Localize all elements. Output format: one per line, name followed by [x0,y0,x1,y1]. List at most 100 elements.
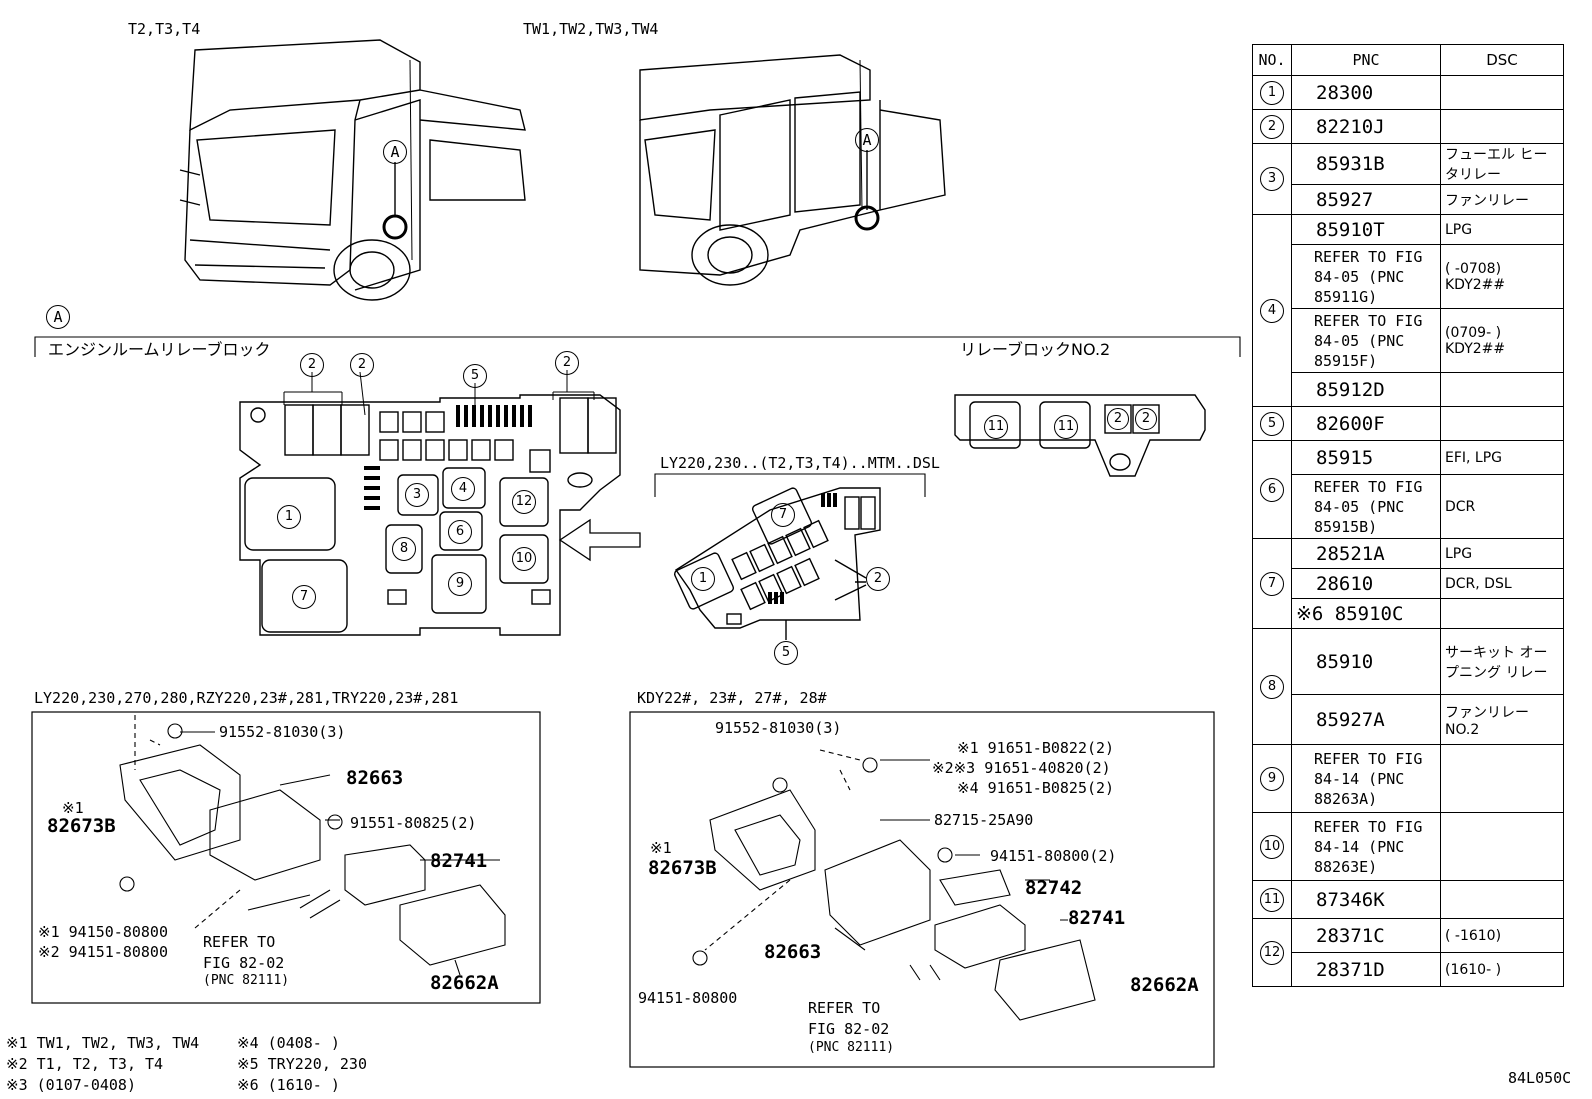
relay2-callout-11-a: 11 [984,415,1008,439]
footnote-4: ※4 (0408- ) [237,1034,340,1052]
row-pnc: 85910T [1291,214,1441,245]
right-panel-frame [629,711,1215,1068]
variant-callout-1: 1 [691,567,715,591]
right-ref-line3: (PNC 82111) [808,1040,895,1055]
callout-5: 5 [463,364,487,388]
header-dsc: DSC [1440,44,1564,76]
row-no: 10 [1260,834,1284,859]
callout-4: 4 [451,477,475,501]
table-row: 2 82210J [1252,109,1564,144]
row-pnc: 28371D [1291,952,1441,987]
callout-9: 9 [448,572,472,596]
right-case-label: 82662A [1130,974,1199,996]
left-case-label: 82662A [430,972,499,994]
callout-1: 1 [277,505,301,529]
right-panel-parts [692,749,1096,1021]
row-pnc: REFER TO FIG 84-05 (PNC 85911G) [1291,244,1441,309]
row-no: 5 [1260,411,1284,436]
location-marker-a1: A [383,140,407,164]
footnote-2: ※2 T1, T2, T3, T4 [6,1055,164,1073]
table-row: 7 28521A LPG [1252,538,1564,629]
left-panel-frame [31,711,541,1004]
left-ref-line3: (PNC 82111) [203,973,290,988]
table-row: 3 85931B フューエル ヒータリレー [1252,143,1564,215]
row-dsc: ファンリレー [1440,184,1564,215]
left-bolt-label: 91552-81030(3) [219,723,346,741]
table-row: 85927 ファンリレー [1253,184,1564,215]
right-panel-title: KDY22#, 23#, 27#, 28# [637,689,827,707]
table-header-row: NO. PNC DSC [1252,44,1564,76]
footnote-6: ※6 (1610- ) [237,1076,340,1094]
variant-relay-block-drawing [673,487,881,640]
header-no: NO. [1252,44,1292,76]
table-row: 4 85910T LPG [1252,214,1564,407]
row-pnc: 28371C [1291,918,1441,953]
row-no: 8 [1260,674,1284,699]
truck2-label: TW1,TW2,TW3,TW4 [523,20,659,38]
table-row: 85927A ファンリレー NO.2 [1253,694,1564,745]
right-bracket-label: 82663 [764,941,822,963]
row-dsc: ( -1610) [1440,918,1564,953]
callout-2-a: 2 [300,353,324,377]
row-pnc: REFER TO FIG 84-05 (PNC 85915B) [1291,474,1441,539]
table-row: REFER TO FIG 84-05 (PNC 85915B) DCR [1253,474,1564,539]
right-note1: ※1 [650,839,672,857]
row-dsc: ファンリレー NO.2 [1440,694,1564,745]
location-marker-a2: A [855,128,879,152]
row-pnc: ※6 85910C [1291,598,1441,629]
left-panel-title: LY220,230,270,280,RZY220,23#,281,TRY220,… [34,689,459,707]
variant-callout-2: 2 [866,567,890,591]
callout-3: 3 [405,483,429,507]
engine-room-title: エンジンルームリレーブロック [48,340,271,359]
table-row: 5 82600F [1252,406,1564,441]
variant-label: LY220,230..(T2,T3,T4)..MTM..DSL [660,454,940,472]
left-ref-line1: REFER TO [203,933,276,951]
table-row: 10 REFER TO FIG 84-14 (PNC 88263E) [1252,812,1564,881]
left-nut1-label: ※1 94150-80800 [38,923,168,941]
row-no: 4 [1260,298,1284,323]
row-dsc [1440,75,1564,110]
row-pnc: 28610 [1291,568,1441,599]
row-dsc [1440,744,1564,813]
table-row: 6 85915 EFI, LPG [1252,440,1564,539]
table-row: 9 REFER TO FIG 84-14 (PNC 88263A) [1252,744,1564,813]
row-pnc: REFER TO FIG 84-14 (PNC 88263E) [1291,812,1441,881]
left-bracket-label: 82663 [346,767,404,789]
row-dsc: ( -0708) KDY2## [1440,244,1564,309]
relay2-callout-2-a: 2 [1107,408,1129,430]
row-pnc: 85910 [1291,628,1441,695]
footnote-3: ※3 (0107-0408) [6,1076,136,1094]
right-block-label: 82742 [1025,877,1083,899]
left-panel-parts [119,715,506,976]
row-no: 7 [1260,571,1284,596]
figure-code: 84L050C [1508,1069,1572,1087]
callout-6: 6 [448,520,472,544]
row-no: 2 [1260,114,1284,139]
right-bracket2-label: 82673B [648,857,717,879]
row-pnc: REFER TO FIG 84-05 (PNC 85915F) [1291,308,1441,373]
truck1-label: T2,T3,T4 [128,20,201,38]
row-dsc: DCR [1440,474,1564,539]
table-row: REFER TO FIG 84-05 (PNC 85915F) (0709- )… [1253,308,1564,373]
truck-double-cab-drawing [639,54,946,286]
row-pnc: 28521A [1291,538,1441,569]
left-nut2-label: ※2 94151-80800 [38,943,168,961]
row-pnc: 85931B [1291,143,1441,185]
callout-10: 10 [512,547,536,571]
callout-2-b: 2 [350,353,374,377]
row-no: 11 [1260,887,1284,912]
section-marker-a: A [46,305,70,329]
left-ref-line2: FIG 82-02 [203,954,285,972]
row-pnc: REFER TO FIG 84-14 (PNC 88263A) [1291,744,1441,813]
table-row: ※6 85910C [1253,598,1564,629]
table-row: 28371D (1610- ) [1253,952,1564,987]
table-row: 28610 DCR, DSL [1253,568,1564,599]
engine-room-relay-block-drawing [239,394,621,636]
row-dsc [1440,109,1564,144]
table-row: 11 87346K [1252,880,1564,919]
row-pnc: 85915 [1291,440,1441,475]
right-screw1-label: ※1 91651-B0822(2) [957,739,1115,757]
row-pnc: 87346K [1291,880,1441,919]
row-dsc [1440,372,1564,407]
row-no: 6 [1260,477,1284,502]
